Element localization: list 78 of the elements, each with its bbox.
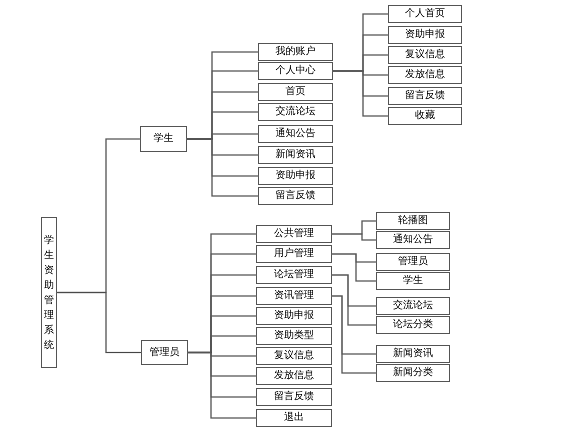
node-label: 通知公告 [276, 129, 316, 139]
node-box [376, 345, 450, 363]
node-box [376, 212, 450, 230]
node-box [256, 225, 332, 243]
node-label: 管理员 [398, 257, 428, 267]
node-box [376, 297, 450, 315]
node-box [256, 409, 332, 427]
node-label: 公共管理 [274, 229, 314, 239]
node-label: 轮播图 [398, 216, 428, 226]
node-label: 个人首页 [405, 9, 445, 19]
connector-line [332, 233, 376, 241]
node-label: 资讯管理 [274, 291, 314, 301]
node-box [388, 26, 462, 44]
node-label: 留言反馈 [276, 191, 316, 201]
node-box [256, 287, 332, 305]
node-label: 新闻资讯 [393, 349, 433, 359]
connector-line [333, 70, 388, 117]
node-label: 我的账户 [276, 47, 316, 57]
node-box [376, 316, 450, 334]
node-label: 论坛分类 [393, 320, 433, 330]
node-box [258, 103, 333, 121]
node-box [256, 327, 332, 345]
node-label: 用户管理 [274, 249, 314, 259]
node-box [258, 43, 333, 61]
connector-line [332, 253, 376, 282]
node-label: 新闻资讯 [276, 150, 316, 160]
node-box [258, 83, 333, 101]
node-box [388, 66, 462, 84]
node-box [258, 187, 333, 205]
node-box [376, 253, 450, 271]
node-label: 发放信息 [274, 371, 314, 381]
node-box [256, 307, 332, 325]
connector-line [187, 138, 258, 197]
node-label: 管理员 [150, 348, 180, 358]
node-box [388, 5, 462, 23]
node-label: 留言反馈 [405, 91, 445, 101]
node-box [256, 347, 332, 365]
node-label: 留言反馈 [274, 392, 314, 402]
node-label: 退出 [284, 413, 304, 423]
node-label: 发放信息 [405, 70, 445, 80]
node-box [140, 126, 187, 152]
node-box [258, 167, 333, 185]
node-box [256, 367, 332, 385]
node-box [256, 388, 332, 406]
node-label: 论坛管理 [274, 270, 314, 280]
node-box [258, 62, 333, 80]
node-box [258, 146, 333, 164]
node-label: 学生 [403, 276, 423, 286]
connector-line [332, 295, 376, 374]
node-label: 学生 [154, 134, 174, 144]
node-box [388, 107, 462, 125]
node-label: 资助申报 [276, 171, 316, 181]
node-box [256, 245, 332, 263]
node-box [41, 217, 57, 368]
node-label: 交流论坛 [276, 107, 316, 117]
node-label: 资助申报 [405, 30, 445, 40]
node-box [256, 266, 332, 284]
node-label: 新闻分类 [393, 368, 433, 378]
node-box [388, 46, 462, 64]
node-label: 资助申报 [274, 311, 314, 321]
node-box [376, 231, 450, 249]
node-label: 个人中心 [276, 66, 316, 76]
node-box [388, 87, 462, 105]
node-label: 通知公告 [393, 235, 433, 245]
node-label: 学生资助管理系统 [44, 234, 54, 352]
node-box [376, 364, 450, 382]
connector-line [57, 292, 141, 354]
node-box [376, 272, 450, 290]
node-label: 收藏 [415, 111, 435, 121]
node-label: 复议信息 [405, 50, 445, 60]
connector-line [188, 352, 256, 419]
node-box [141, 340, 188, 365]
connector-line [332, 274, 376, 326]
node-box [258, 125, 333, 143]
node-label: 复议信息 [274, 351, 314, 361]
node-label: 首页 [286, 87, 306, 97]
node-label: 交流论坛 [393, 301, 433, 311]
node-label: 资助类型 [274, 331, 314, 341]
